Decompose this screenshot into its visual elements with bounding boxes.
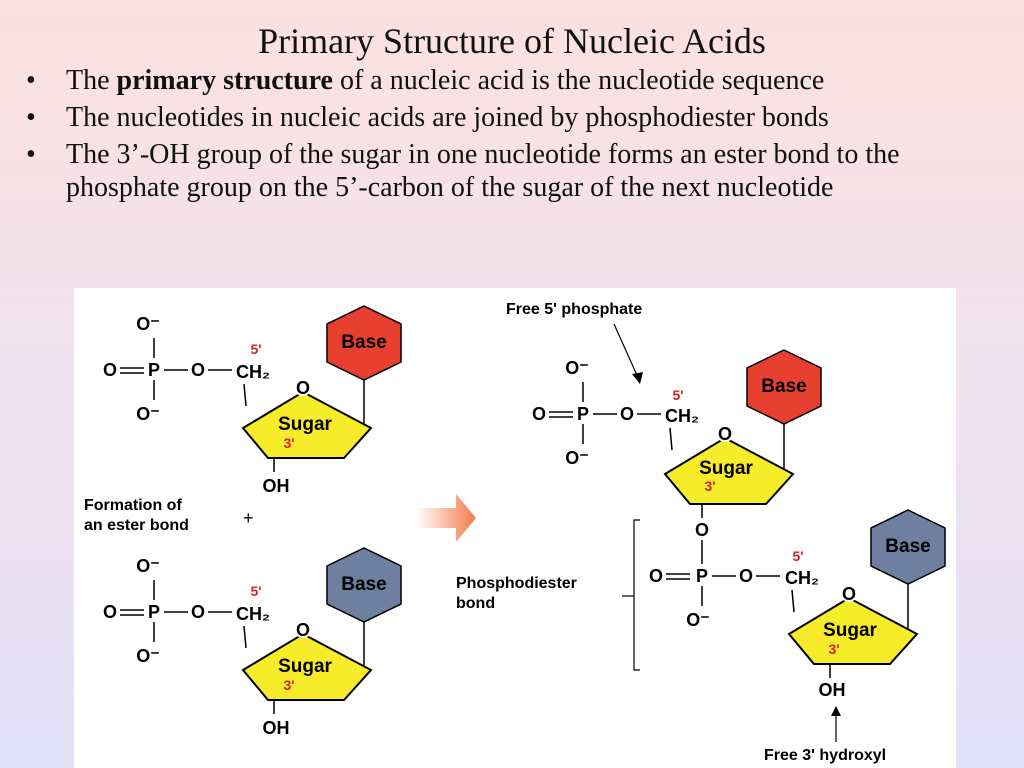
sugar-label: Sugar (823, 620, 877, 641)
carbon5-label: 5' (250, 341, 261, 357)
nucleotide-bottom-left: O⁻ O P O O⁻ CH₂ 5' O Sugar 3' Base OH (103, 547, 402, 738)
reaction-arrow (416, 494, 476, 542)
bold-term: primary structure (116, 65, 333, 96)
plus-sign: + (243, 508, 254, 528)
dinucleotide-top: O⁻ O P O O⁻ CH₂ 5' O Sugar 3' Base (532, 349, 822, 518)
phosphate-group: O⁻ O P O O⁻ (103, 314, 232, 424)
p-label: P (577, 404, 589, 424)
p-label: P (148, 360, 160, 380)
oh-label: OH (819, 680, 846, 700)
sugar-pentagon (241, 390, 373, 459)
oh-label: OH (263, 476, 290, 496)
bullet-item-3: •The 3’-OH group of the sugar in one nuc… (26, 139, 900, 203)
o-label: O (103, 360, 117, 380)
ring-o-label: O (296, 620, 310, 640)
bullet-dot: • (26, 65, 36, 96)
o-minus-label: O⁻ (565, 358, 589, 378)
base-label: Base (885, 536, 930, 557)
p-label: P (696, 566, 708, 586)
carbon5-label: 5' (250, 583, 261, 599)
carbon3-label: 3' (704, 478, 715, 494)
ring-o-label: O (718, 424, 732, 444)
o-label: O (649, 566, 663, 586)
carbon3-label: 3' (828, 641, 839, 657)
sugar-label: Sugar (278, 656, 332, 677)
formation-label-line2: an ester bond (84, 517, 189, 534)
o-label: O (695, 520, 709, 540)
phosphodiester-linkage: O O P O O⁻ (649, 520, 780, 630)
o-minus-label: O⁻ (565, 448, 589, 468)
free-3-hydroxyl-label: Free 3' hydroxyl (764, 747, 886, 764)
base-hexagon (326, 547, 402, 623)
base-label: Base (761, 376, 806, 397)
o-label: O (191, 360, 205, 380)
o-minus-label: O⁻ (686, 610, 710, 630)
base-hexagon (326, 305, 402, 381)
base-label: Base (341, 332, 386, 353)
base-hexagon (870, 509, 946, 585)
o-minus-label: O⁻ (136, 314, 160, 334)
o-label: O (620, 404, 634, 424)
o-label: O (191, 602, 205, 622)
o-minus-label: O⁻ (136, 556, 160, 576)
sugar-pentagon (787, 596, 919, 665)
free-5-phosphate-label: Free 5' phosphate (506, 301, 642, 318)
formation-label-line1: Formation of (84, 497, 182, 514)
phosphodiester-bracket (633, 519, 640, 671)
carbon5-label: 5' (792, 548, 803, 564)
bullet-dot: • (26, 102, 36, 133)
phosphodiester-label-line2: bond (456, 595, 495, 612)
sugar-pentagon (663, 436, 795, 505)
sugar-pentagon (241, 632, 373, 701)
carbon3-label: 3' (283, 435, 294, 451)
o-minus-label: O⁻ (136, 404, 160, 424)
base-hexagon (746, 349, 822, 425)
slide-title: Primary Structure of Nucleic Acids (258, 21, 766, 61)
p-label: P (148, 602, 160, 622)
bullet-item-1: •The primary structure of a nucleic acid… (26, 65, 825, 96)
ch2-label: CH₂ (665, 406, 699, 426)
base-label: Base (341, 574, 386, 595)
ring-o-label: O (296, 378, 310, 398)
bullet-item-2: •The nucleotides in nucleic acids are jo… (26, 102, 829, 133)
bullet-list: •The primary structure of a nucleic acid… (24, 64, 1014, 208)
sugar-label: Sugar (278, 414, 332, 435)
oh-label: OH (263, 718, 290, 738)
nucleotide-top-left: O⁻ O P O O⁻ CH₂ 5' O Sugar 3' Base OH (103, 305, 402, 496)
o-label: O (103, 602, 117, 622)
nucleotide-diagram: O⁻ O P O O⁻ CH₂ 5' O Sugar 3' Base OH Fo… (74, 288, 956, 768)
sugar-label: Sugar (699, 458, 753, 479)
o-label: O (739, 566, 753, 586)
o-minus-label: O⁻ (136, 646, 160, 666)
ch2-label: CH₂ (236, 604, 270, 624)
ch2-label: CH₂ (236, 362, 270, 382)
carbon3-label: 3' (283, 677, 294, 693)
carbon5-label: 5' (672, 387, 683, 403)
dinucleotide-bottom: CH₂ 5' O Sugar 3' Base OH (785, 509, 946, 700)
phosphodiester-label-line1: Phosphodiester (456, 575, 577, 592)
o-label: O (532, 404, 546, 424)
ring-o-label: O (842, 584, 856, 604)
bullet-dot: • (26, 139, 36, 170)
ch2-label: CH₂ (785, 568, 819, 588)
